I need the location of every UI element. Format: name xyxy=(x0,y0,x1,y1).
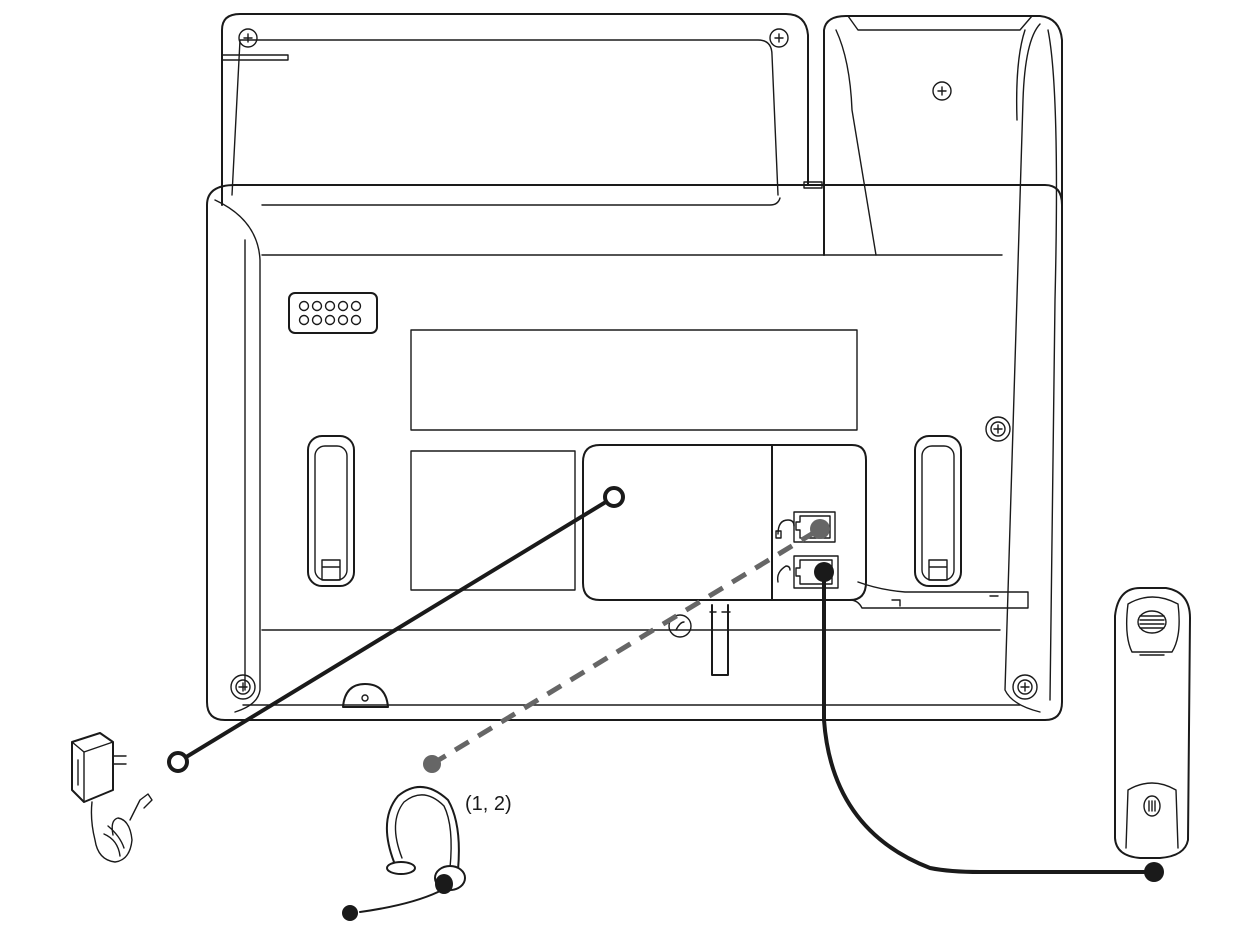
handset-end xyxy=(1144,862,1164,882)
rubber-foot xyxy=(342,683,389,708)
power-adapter-end xyxy=(167,751,189,773)
connector-block xyxy=(288,292,378,334)
power-adapter xyxy=(71,732,153,863)
handset-port-end xyxy=(814,562,834,582)
left-stand xyxy=(221,13,809,206)
port-bay xyxy=(582,444,1029,676)
wall-mount-slot-left xyxy=(307,435,355,587)
headset-port xyxy=(775,511,836,543)
headset-port-icon xyxy=(775,519,795,539)
screw-icon xyxy=(1012,674,1038,700)
handset-cable xyxy=(822,572,1154,874)
handset-port-icon xyxy=(776,565,791,583)
power-cable xyxy=(176,495,616,764)
headset-port-end xyxy=(810,519,830,539)
handset xyxy=(1114,587,1191,859)
screw-icon xyxy=(238,28,258,48)
wall-mount-slot-right xyxy=(914,435,962,587)
phone-base xyxy=(206,23,1063,721)
handset-hook-icon xyxy=(668,614,692,638)
headset-cable xyxy=(430,526,822,767)
headset xyxy=(342,786,466,921)
microphone-icon xyxy=(1143,795,1161,817)
headset-end xyxy=(423,755,441,773)
screw-icon xyxy=(230,674,256,700)
screw-icon xyxy=(769,28,789,48)
screw-icon xyxy=(985,416,1011,442)
handset-cradle xyxy=(803,15,1063,256)
screw-icon xyxy=(932,81,952,101)
headset-note: (1, 2) xyxy=(465,793,512,815)
label-area xyxy=(410,329,858,431)
speaker-grille-icon xyxy=(1137,610,1167,634)
power-port-end xyxy=(603,486,625,508)
